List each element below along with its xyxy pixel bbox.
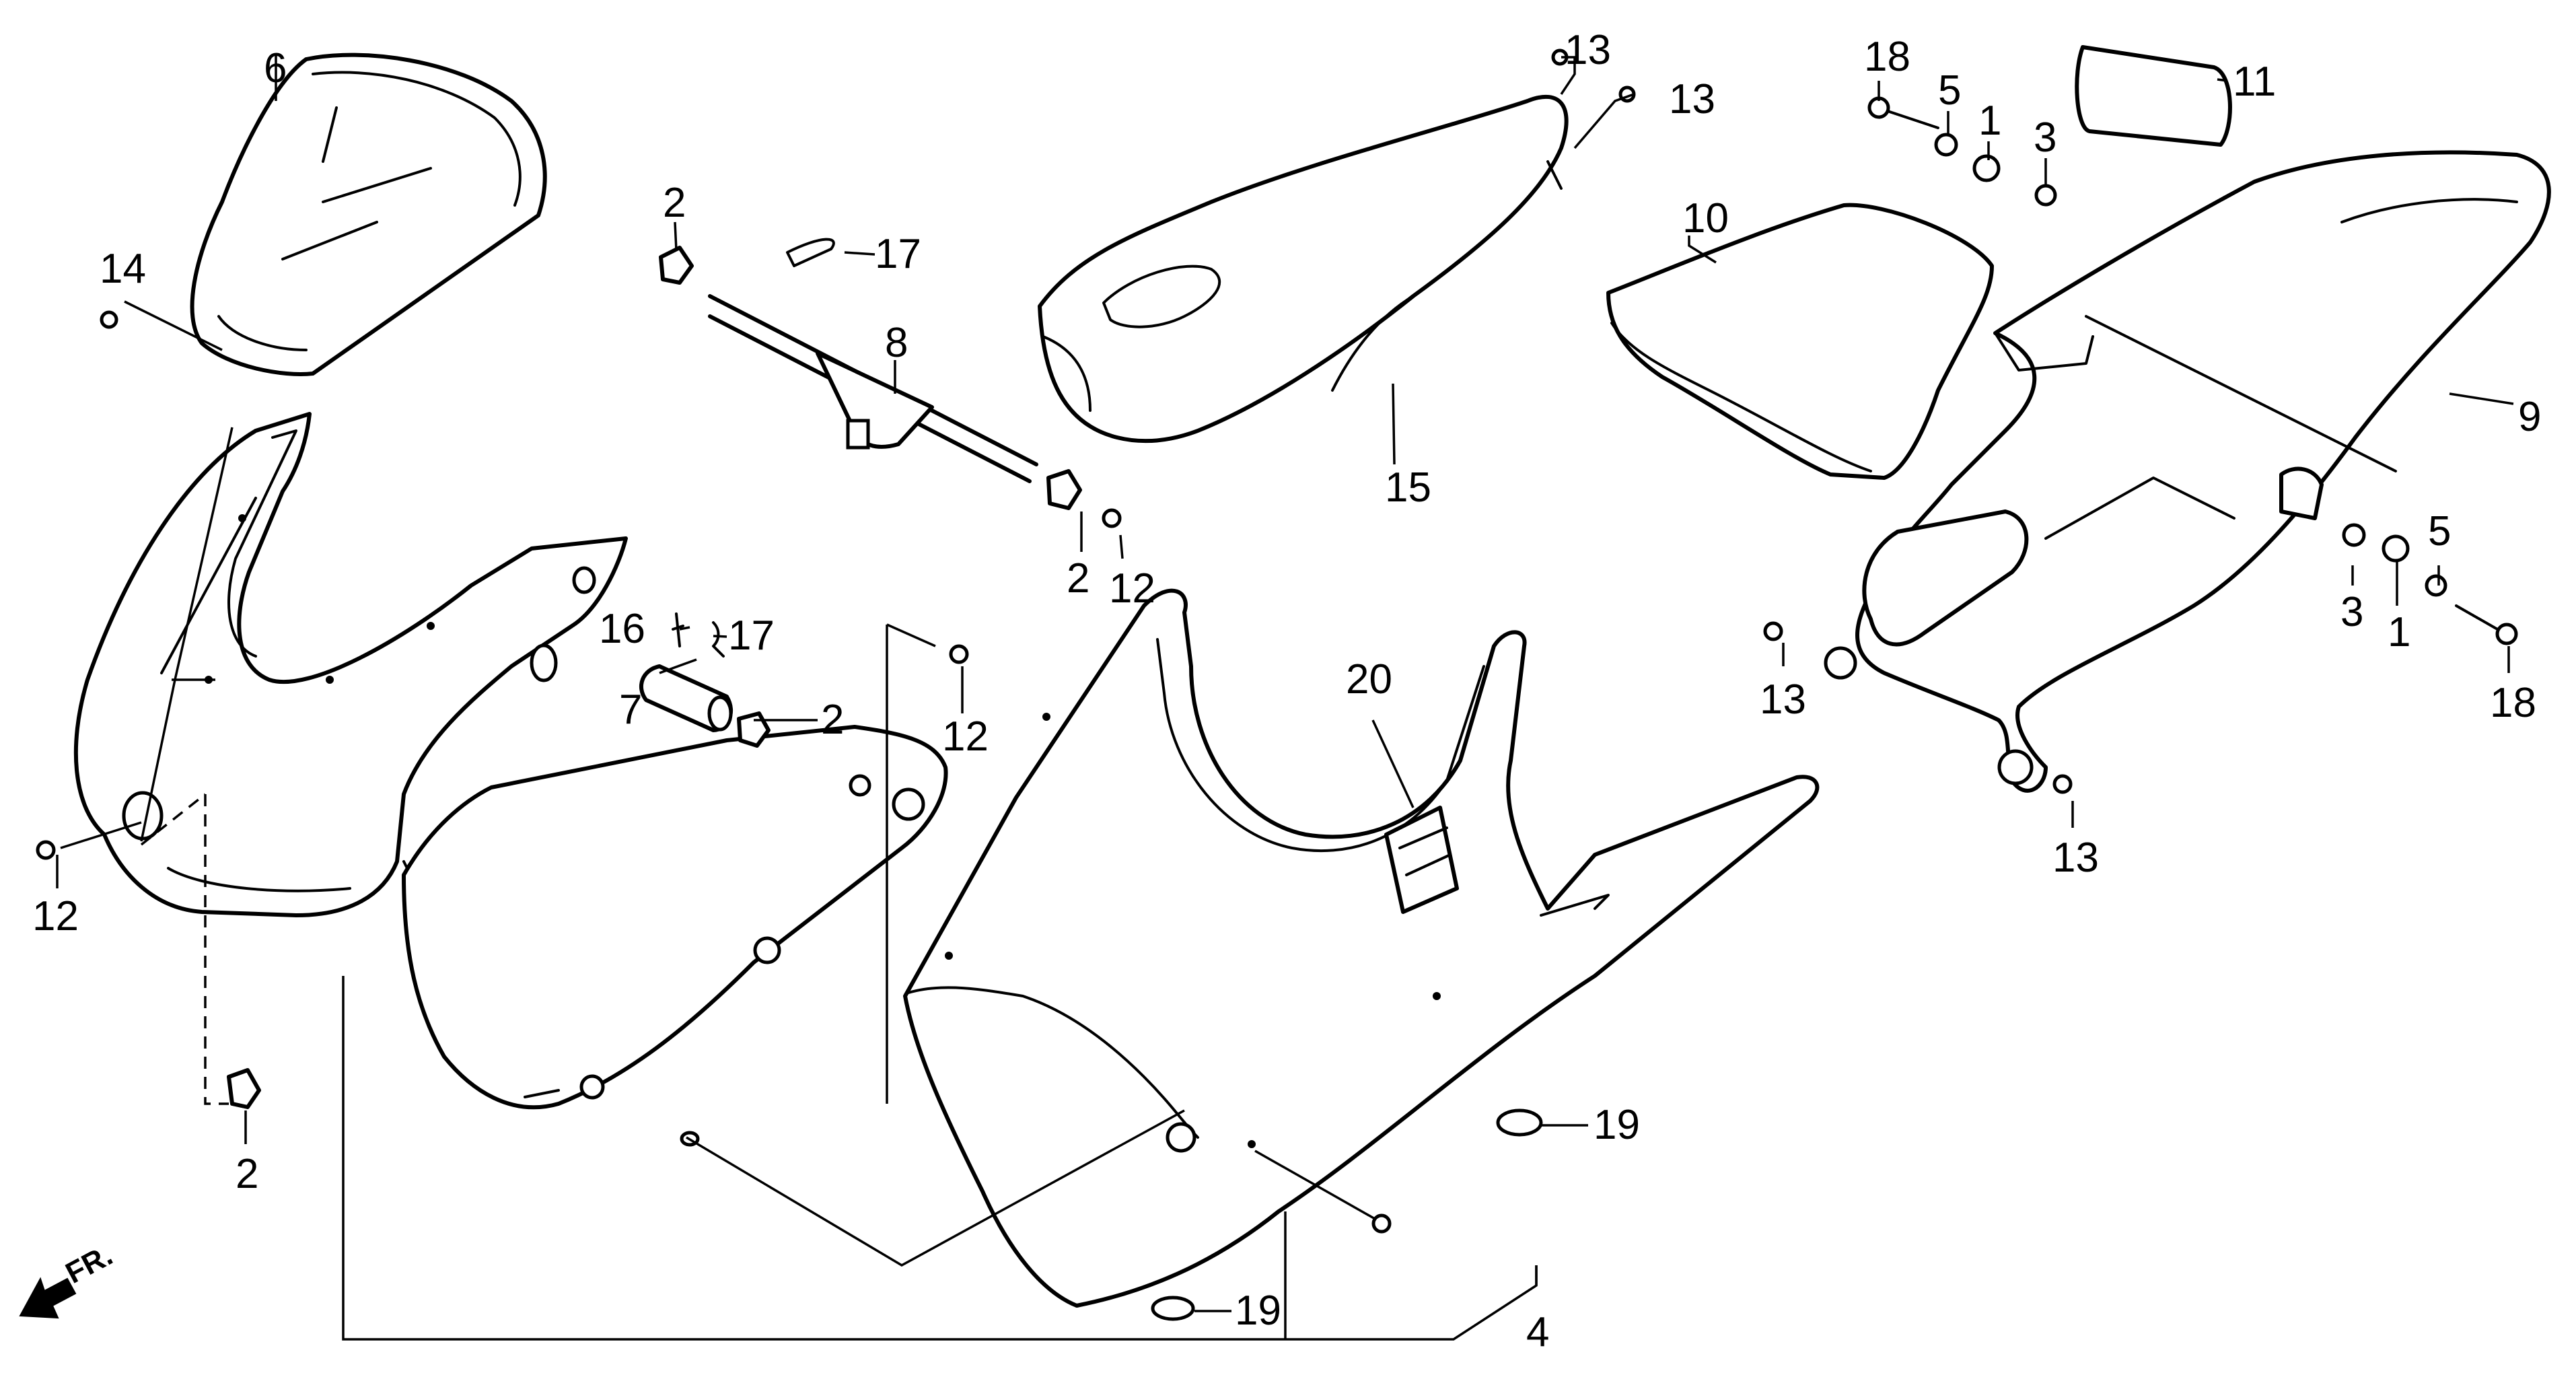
callout-14: 14 bbox=[100, 246, 146, 292]
callout-16: 16 bbox=[599, 606, 645, 652]
hardware bbox=[36, 48, 2518, 1321]
alignment-lines bbox=[140, 427, 1538, 1341]
callout-9: 9 bbox=[2518, 394, 2541, 440]
callout-7: 7 bbox=[619, 686, 642, 733]
side-cowl-left bbox=[402, 725, 948, 1110]
callout-12: 12 bbox=[1109, 565, 1155, 612]
callout-13: 13 bbox=[2052, 835, 2099, 881]
callout-12: 12 bbox=[942, 713, 989, 760]
callout-numbers: 6 14 2 17 8 13 13 10 15 18 5 1 3 11 9 2 … bbox=[32, 27, 2541, 1355]
callout-2: 2 bbox=[1067, 555, 1089, 602]
upper-fairing bbox=[73, 412, 628, 917]
callout-3: 3 bbox=[2034, 114, 2056, 161]
emblem-bar bbox=[2075, 45, 2232, 147]
rear-seat-cowl bbox=[1824, 150, 2551, 793]
leader-lines bbox=[56, 54, 2514, 1312]
callout-4: 4 bbox=[1526, 1309, 1549, 1355]
callout-20: 20 bbox=[1346, 656, 1392, 703]
callout-2: 2 bbox=[663, 180, 686, 226]
callout-13: 13 bbox=[1565, 27, 1611, 73]
callout-13: 13 bbox=[1669, 76, 1715, 122]
stay-bracket bbox=[708, 294, 1038, 483]
callout-11: 11 bbox=[2233, 59, 2276, 105]
windscreen bbox=[190, 52, 547, 376]
foam-pad bbox=[1384, 806, 1459, 914]
collar bbox=[639, 664, 733, 732]
seat-pad bbox=[1606, 203, 1994, 480]
callout-18: 18 bbox=[2490, 680, 2536, 726]
tank-cover bbox=[1038, 94, 1569, 444]
callout-17: 17 bbox=[875, 231, 921, 277]
callout-17: 17 bbox=[728, 612, 775, 659]
callout-8: 8 bbox=[885, 320, 908, 366]
callout-2: 2 bbox=[821, 697, 844, 743]
callout-10: 10 bbox=[1682, 195, 1729, 242]
callout-2: 2 bbox=[236, 1151, 258, 1197]
callout-12: 12 bbox=[32, 893, 79, 940]
callout-1: 1 bbox=[1978, 98, 2001, 144]
callout-19: 19 bbox=[1594, 1102, 1640, 1148]
callout-3: 3 bbox=[2340, 589, 2363, 635]
callout-5: 5 bbox=[2428, 508, 2451, 555]
callout-5: 5 bbox=[1938, 67, 1961, 114]
front-direction-arrow: FR. bbox=[19, 1238, 118, 1319]
callout-13: 13 bbox=[1760, 676, 1806, 723]
callout-1: 1 bbox=[2388, 609, 2410, 656]
callout-19: 19 bbox=[1235, 1287, 1281, 1334]
callout-6: 6 bbox=[264, 45, 287, 92]
callout-15: 15 bbox=[1385, 464, 1431, 511]
callout-18: 18 bbox=[1864, 34, 1910, 80]
